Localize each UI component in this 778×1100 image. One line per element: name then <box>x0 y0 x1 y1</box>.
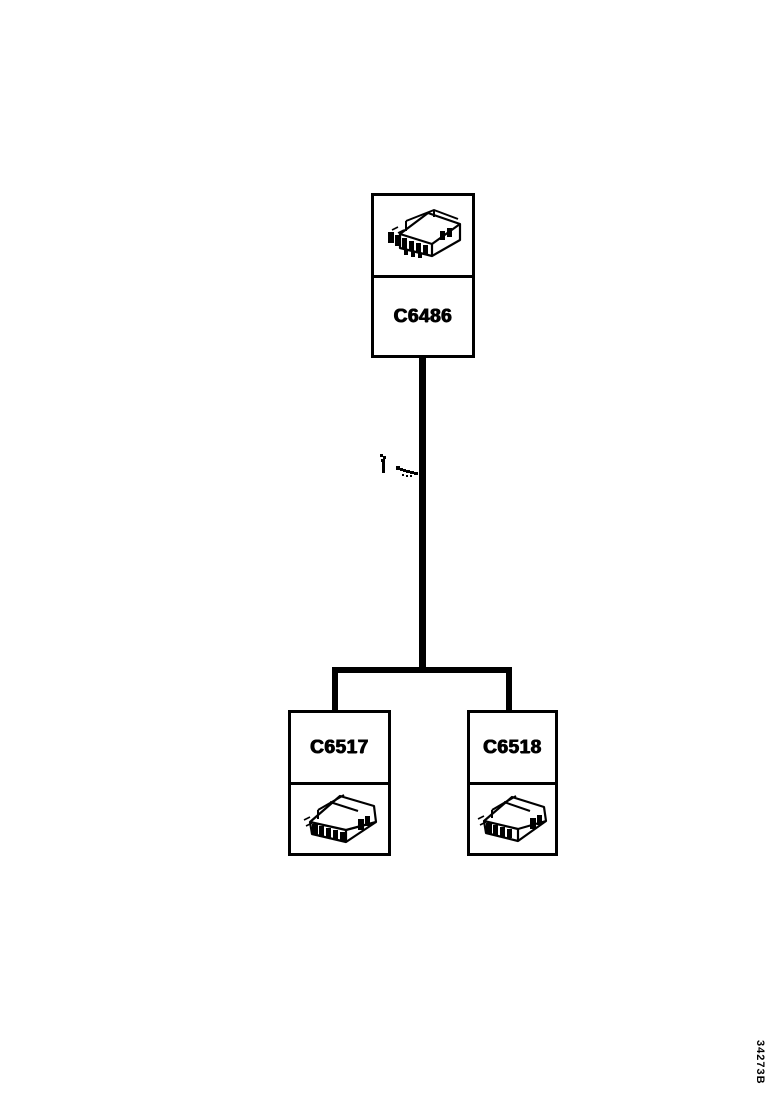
wire-branch-left <box>332 667 338 713</box>
connector-label-cell-bottom-right: C6518 <box>470 713 555 782</box>
connector-label-top: C6486 <box>393 305 453 327</box>
connector-node-bottom-left[interactable]: C6517 <box>288 710 391 856</box>
connector-node-top[interactable]: C6486 <box>371 193 475 358</box>
node-divider-top <box>374 275 472 278</box>
connector-label-bottom-right: C6518 <box>483 736 542 758</box>
electrical-connector-isometric-icon <box>472 789 554 849</box>
wire-branch-right <box>506 667 512 713</box>
branch-tick-annotation <box>372 452 424 486</box>
connector-label-bottom-left: C6517 <box>310 736 369 758</box>
drawing-number: 34273B <box>754 1040 766 1085</box>
electrical-connector-isometric-icon <box>296 788 384 850</box>
connector-node-bottom-right[interactable]: C6518 <box>467 710 558 856</box>
connector-icon-cell-bottom-left <box>291 785 388 853</box>
wire-trunk-vertical <box>419 357 426 673</box>
connector-icon-cell-top <box>374 196 472 275</box>
connector-label-cell-top: C6486 <box>374 278 472 355</box>
node-divider-bottom-right <box>470 782 555 785</box>
node-divider-bottom-left <box>291 782 388 785</box>
connector-icon-cell-bottom-right <box>470 785 555 853</box>
electrical-connector-isometric-icon <box>380 204 466 268</box>
connector-label-cell-bottom-left: C6517 <box>291 713 388 782</box>
wire-junction-horizontal <box>332 667 512 673</box>
